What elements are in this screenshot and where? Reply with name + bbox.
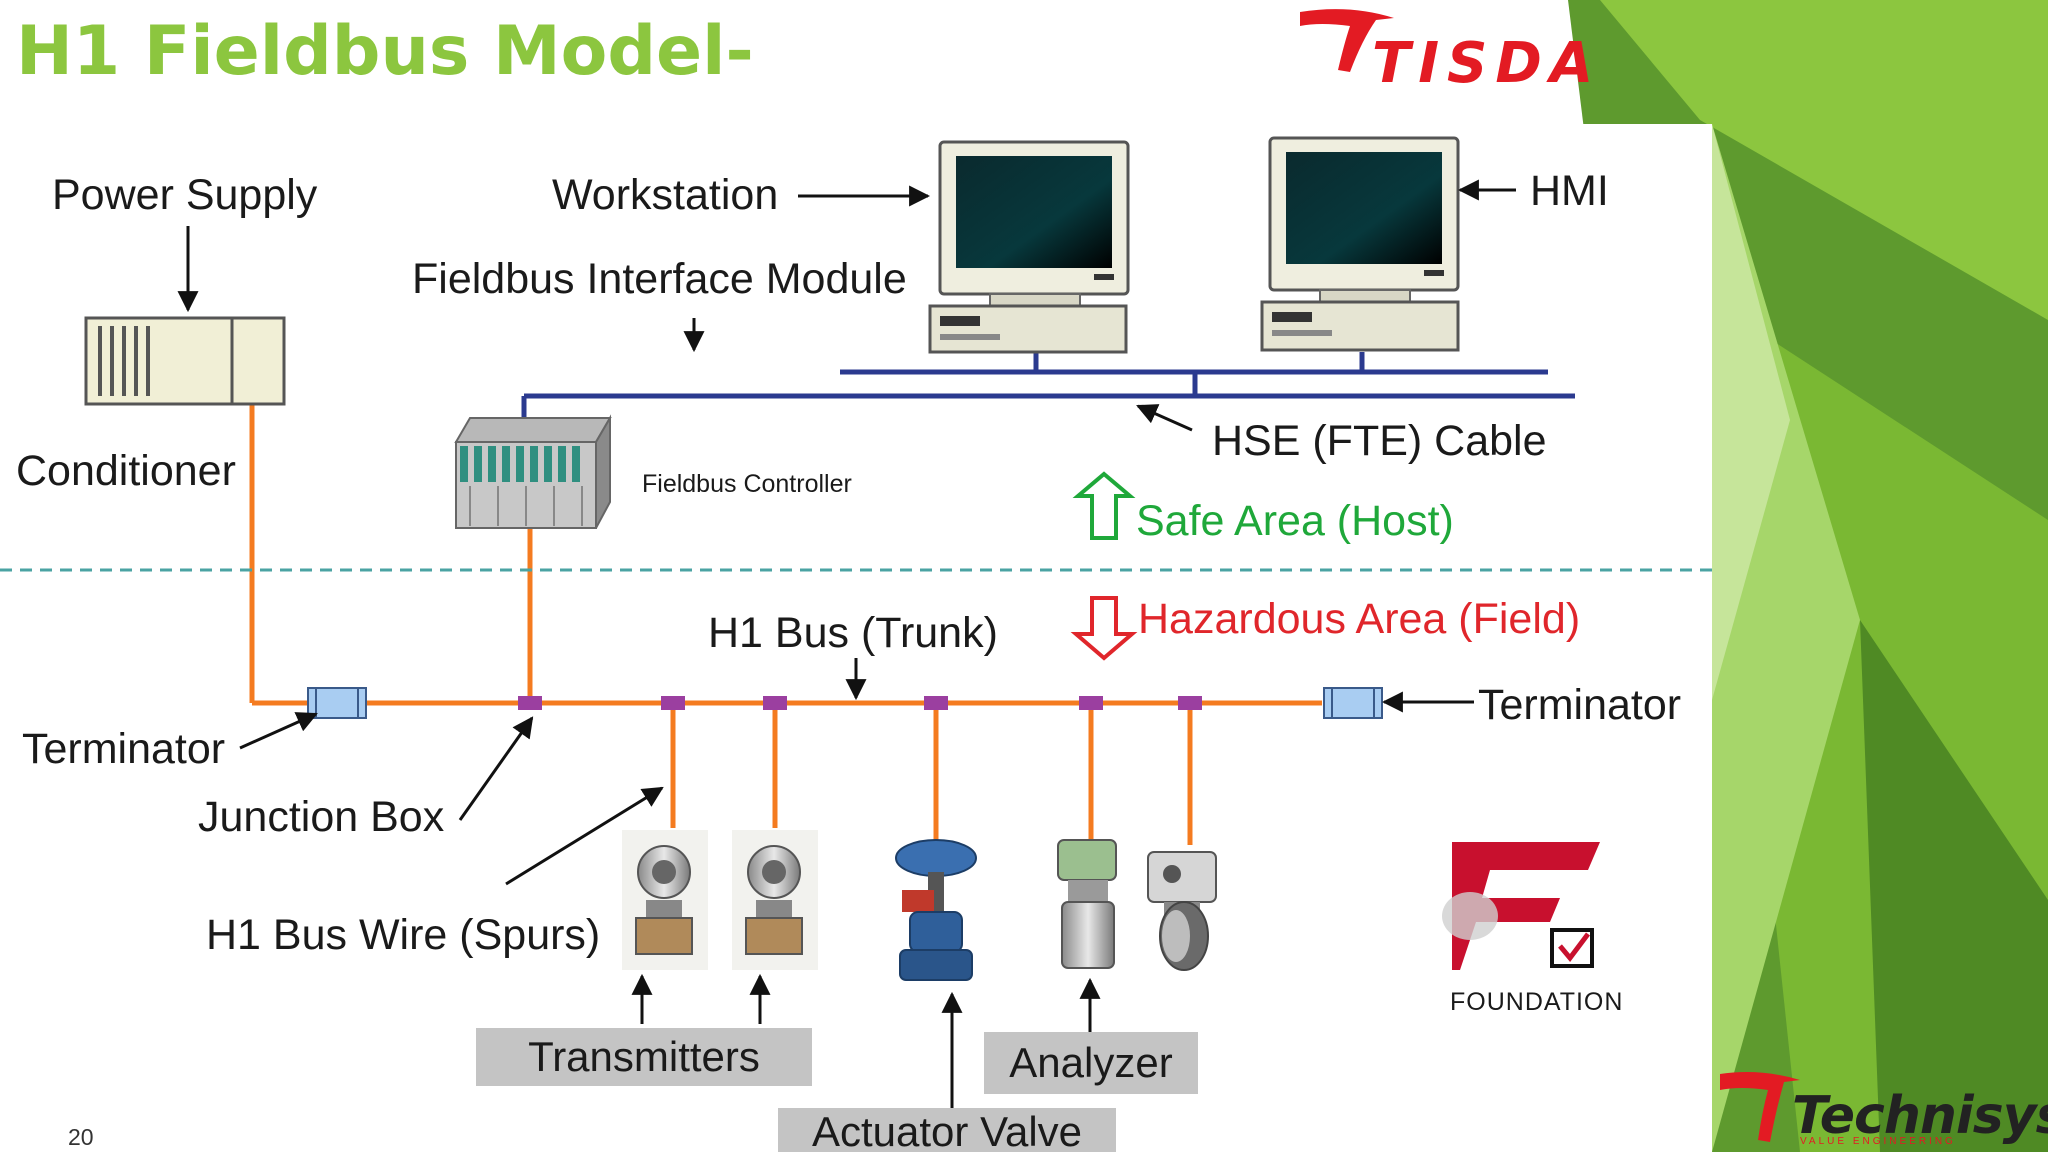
hse-network	[521, 352, 1575, 418]
foundation-logo-text: FOUNDATION	[1450, 988, 1624, 1016]
flowmeter-icon	[1147, 851, 1217, 971]
label-hse-cable: HSE (FTE) Cable	[1212, 417, 1547, 465]
label-fieldbus-controller: Fieldbus Controller	[642, 470, 852, 498]
actuator-valve-icon	[895, 839, 977, 981]
tisda-logo-swoosh-icon	[1300, 9, 1394, 73]
h1-bus	[249, 404, 1322, 845]
label-terminator-right: Terminator	[1478, 681, 1682, 729]
pointer-arrows	[177, 179, 1516, 1152]
hmi-computer-icon	[1260, 136, 1460, 352]
label-power-supply: Power Supply	[52, 171, 318, 219]
slide-title: H1 Fieldbus Model-	[16, 12, 754, 91]
label-hmi: HMI	[1530, 167, 1609, 215]
transmitter-1-icon	[622, 830, 708, 970]
junction-boxes	[518, 696, 1202, 710]
label-workstation: Workstation	[552, 171, 779, 219]
label-safe-area: Safe Area (Host)	[1136, 497, 1454, 545]
power-supply-icon	[84, 316, 286, 406]
transmitter-2-icon	[732, 830, 818, 970]
label-fieldbus-interface-module: Fieldbus Interface Module	[412, 255, 907, 303]
label-conditioner: Conditioner	[16, 447, 236, 495]
label-analyzer: Analyzer	[984, 1032, 1198, 1094]
technisys-logo-text: Technisys	[1792, 1086, 2048, 1146]
label-h1-bus-wire-spurs: H1 Bus Wire (Spurs)	[206, 911, 601, 959]
label-transmitters: Transmitters	[476, 1028, 812, 1086]
label-terminator-left: Terminator	[22, 725, 226, 773]
terminator-right-icon	[1323, 687, 1383, 719]
hazard-area-arrow-icon	[1070, 596, 1138, 661]
foundation-logo-icon	[1442, 842, 1600, 970]
label-hazardous-area: Hazardous Area (Field)	[1138, 595, 1581, 643]
terminator-left-icon	[307, 687, 367, 719]
label-actuator-valve: Actuator Valve	[778, 1108, 1116, 1155]
technisys-tagline: VALUE ENGINEERING	[1800, 1136, 1956, 1147]
tisda-logo-text: TISDA	[1372, 31, 1602, 96]
label-junction-box: Junction Box	[198, 793, 445, 841]
analyzer-icon	[1057, 839, 1117, 969]
page-number: 20	[68, 1124, 94, 1150]
fieldbus-controller-icon	[454, 414, 612, 529]
label-h1-bus-trunk: H1 Bus (Trunk)	[708, 609, 998, 657]
safe-area-arrow-icon	[1072, 471, 1136, 540]
technisys-logo-swoosh-icon	[1720, 1072, 1800, 1142]
workstation-computer-icon	[928, 140, 1130, 354]
diagram-background	[0, 124, 1712, 1152]
